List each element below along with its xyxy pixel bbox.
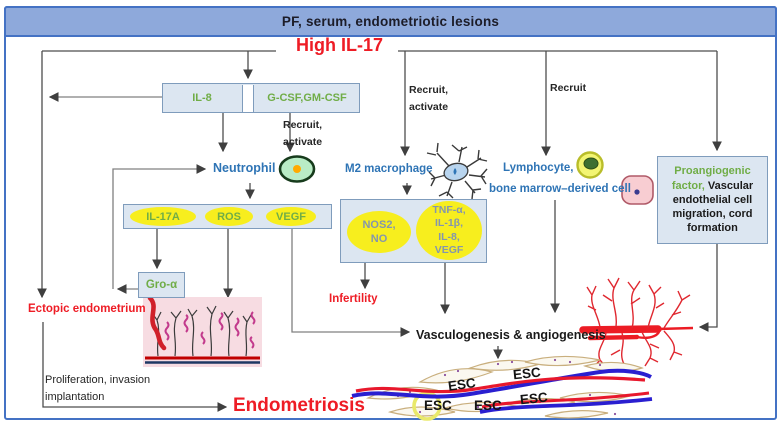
lymphocyte-label: Lymphocyte, — [503, 162, 574, 174]
neutrophil-label: Neutrophil — [213, 161, 276, 175]
proangiogenic-highlight: Proangiogenic factor, — [671, 165, 751, 192]
esc-label-4: ESC — [474, 398, 502, 413]
arrow-gro-to-neutrophil — [112, 164, 207, 289]
connectors — [37, 50, 722, 412]
proangiogenic-box: Proangiogenic factor, Vascular endotheli… — [657, 156, 768, 244]
yellow-ring — [412, 391, 442, 421]
proliferation-label: Proliferation, invasion implantation — [45, 374, 151, 403]
esc-label-5: ESC — [519, 389, 549, 408]
red-vessel-2 — [481, 391, 650, 409]
bone-marrow-cell-label: bone marrow–derived cell — [489, 183, 631, 195]
blue-vessel-2 — [479, 397, 653, 414]
esc-label-3: ESC — [424, 398, 452, 413]
gcsf-label: G-CSF,GM-CSF — [267, 91, 347, 104]
bone-marrow-cell-icon — [621, 175, 654, 205]
tnf-ellipse: TNF-α, IL-1β, IL-8, VEGF — [416, 201, 482, 260]
nos2-ellipse: NOS2, NO — [347, 211, 411, 253]
proangiogenic-text: Vascular endothelial cell migration, cor… — [672, 179, 754, 235]
esc-illustration — [351, 355, 653, 421]
arrow-vegf-to-vasculogenesis — [291, 229, 411, 337]
esc-label-2: ESC — [512, 364, 542, 383]
figure-title-bar: PF, serum, endometriotic lesions — [4, 6, 777, 37]
high-il17-label: High IL-17 — [295, 35, 383, 55]
cytokine-box — [162, 83, 360, 113]
red-vessel — [355, 376, 646, 394]
gro-alpha-box: Gro-α — [138, 272, 185, 298]
cytokine-box-divider — [242, 84, 254, 112]
infertility-label: Infertility — [329, 293, 378, 305]
arrow-to-endometriosis — [42, 322, 228, 412]
figure-title: PF, serum, endometriotic lesions — [281, 14, 500, 29]
macrophage-icon — [426, 142, 488, 200]
vasculogenesis-label: Vasculogenesis & angiogenesis — [416, 328, 606, 342]
vegf-ellipse: VEGF — [266, 207, 316, 226]
il8-label: IL-8 — [192, 91, 212, 104]
recruit-activate-label-1: Recruit, activate — [283, 119, 323, 148]
blue-vessel — [351, 368, 652, 399]
arrow-proangiogenic-to-vessel — [698, 244, 718, 332]
recruit-activate-label-2: Recruit, activate — [409, 84, 449, 113]
ectopic-endometrium-label: Ectopic endometrium — [28, 303, 146, 315]
vessel-illustration — [579, 277, 694, 373]
recruit-label: Recruit — [550, 82, 587, 94]
neutrophil-icon — [278, 155, 316, 183]
endometriosis-label: Endometriosis — [233, 395, 365, 416]
m2-macrophage-label: M2 macrophage — [345, 163, 433, 175]
endometrium-illustration — [143, 295, 262, 367]
lymphocyte-icon — [576, 151, 604, 179]
ros-ellipse: ROS — [205, 207, 253, 226]
il17a-ellipse: IL-17A — [130, 207, 196, 226]
